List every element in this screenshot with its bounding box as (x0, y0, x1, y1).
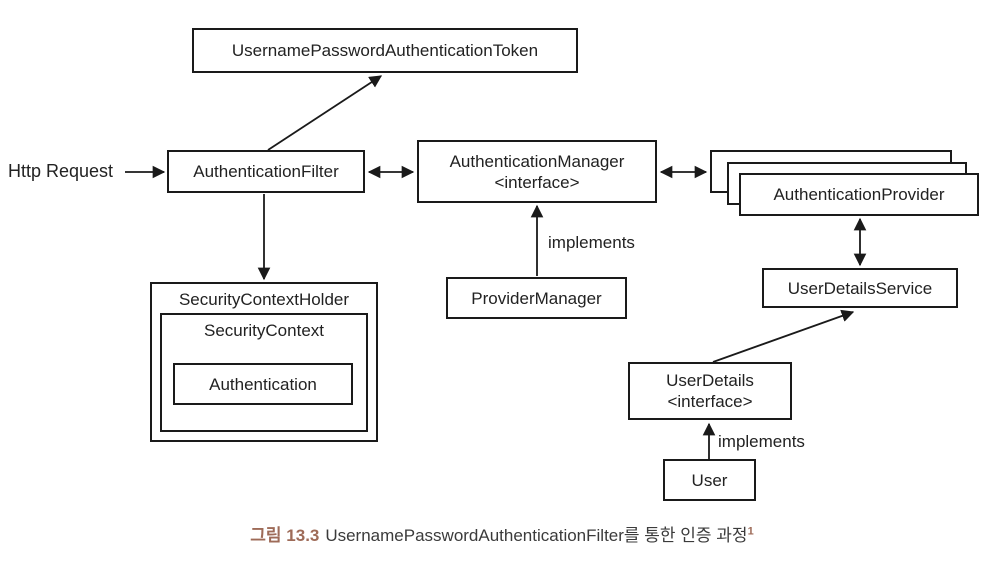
node-label: SecurityContext (204, 321, 324, 340)
node-label: User (691, 470, 728, 490)
node-label: UserDetails (666, 371, 754, 390)
node-username-password-authentication-token: UsernamePasswordAuthenticationToken (192, 28, 578, 73)
node-label: ProviderManager (471, 288, 602, 308)
http-request-label: Http Request (8, 161, 114, 181)
node-stereotype: <interface> (494, 172, 580, 192)
node-authentication: Authentication (173, 363, 353, 405)
node-label: SecurityContextHolder (178, 290, 350, 309)
node-user-details-service: UserDetailsService (762, 268, 958, 308)
figure-number: 그림 13.3 (250, 526, 320, 545)
figure-title: UsernamePasswordAuthenticationFilter를 통한… (325, 526, 748, 545)
node-authentication-provider: AuthenticationProvider (739, 173, 979, 216)
node-provider-manager: ProviderManager (446, 277, 627, 319)
figure-caption: 그림 13.3 UsernamePasswordAuthenticationFil… (0, 521, 1004, 546)
node-label: AuthenticationManager (449, 151, 625, 171)
arrow-userdetails-to-userdetailsservice (712, 309, 855, 363)
node-label: AuthenticationFilter (193, 162, 339, 181)
node-label: AuthenticationProvider (773, 185, 945, 204)
node-label: Authentication (209, 374, 317, 394)
node-user-details: UserDetails <interface> (628, 362, 792, 420)
node-user: User (663, 459, 756, 501)
node-stereotype: <interface> (667, 392, 753, 411)
node-label: UserDetailsService (787, 278, 933, 298)
node-authentication-filter: AuthenticationFilter (167, 150, 365, 193)
implements-label-provider-manager: implements (548, 233, 635, 252)
node-authentication-manager: AuthenticationManager <interface> (417, 140, 657, 203)
arrow-filter-to-token (267, 75, 383, 151)
node-label: UsernamePasswordAuthenticationToken (231, 41, 539, 60)
implements-label-user: implements (718, 432, 805, 451)
footnote-marker: 1 (747, 525, 754, 538)
